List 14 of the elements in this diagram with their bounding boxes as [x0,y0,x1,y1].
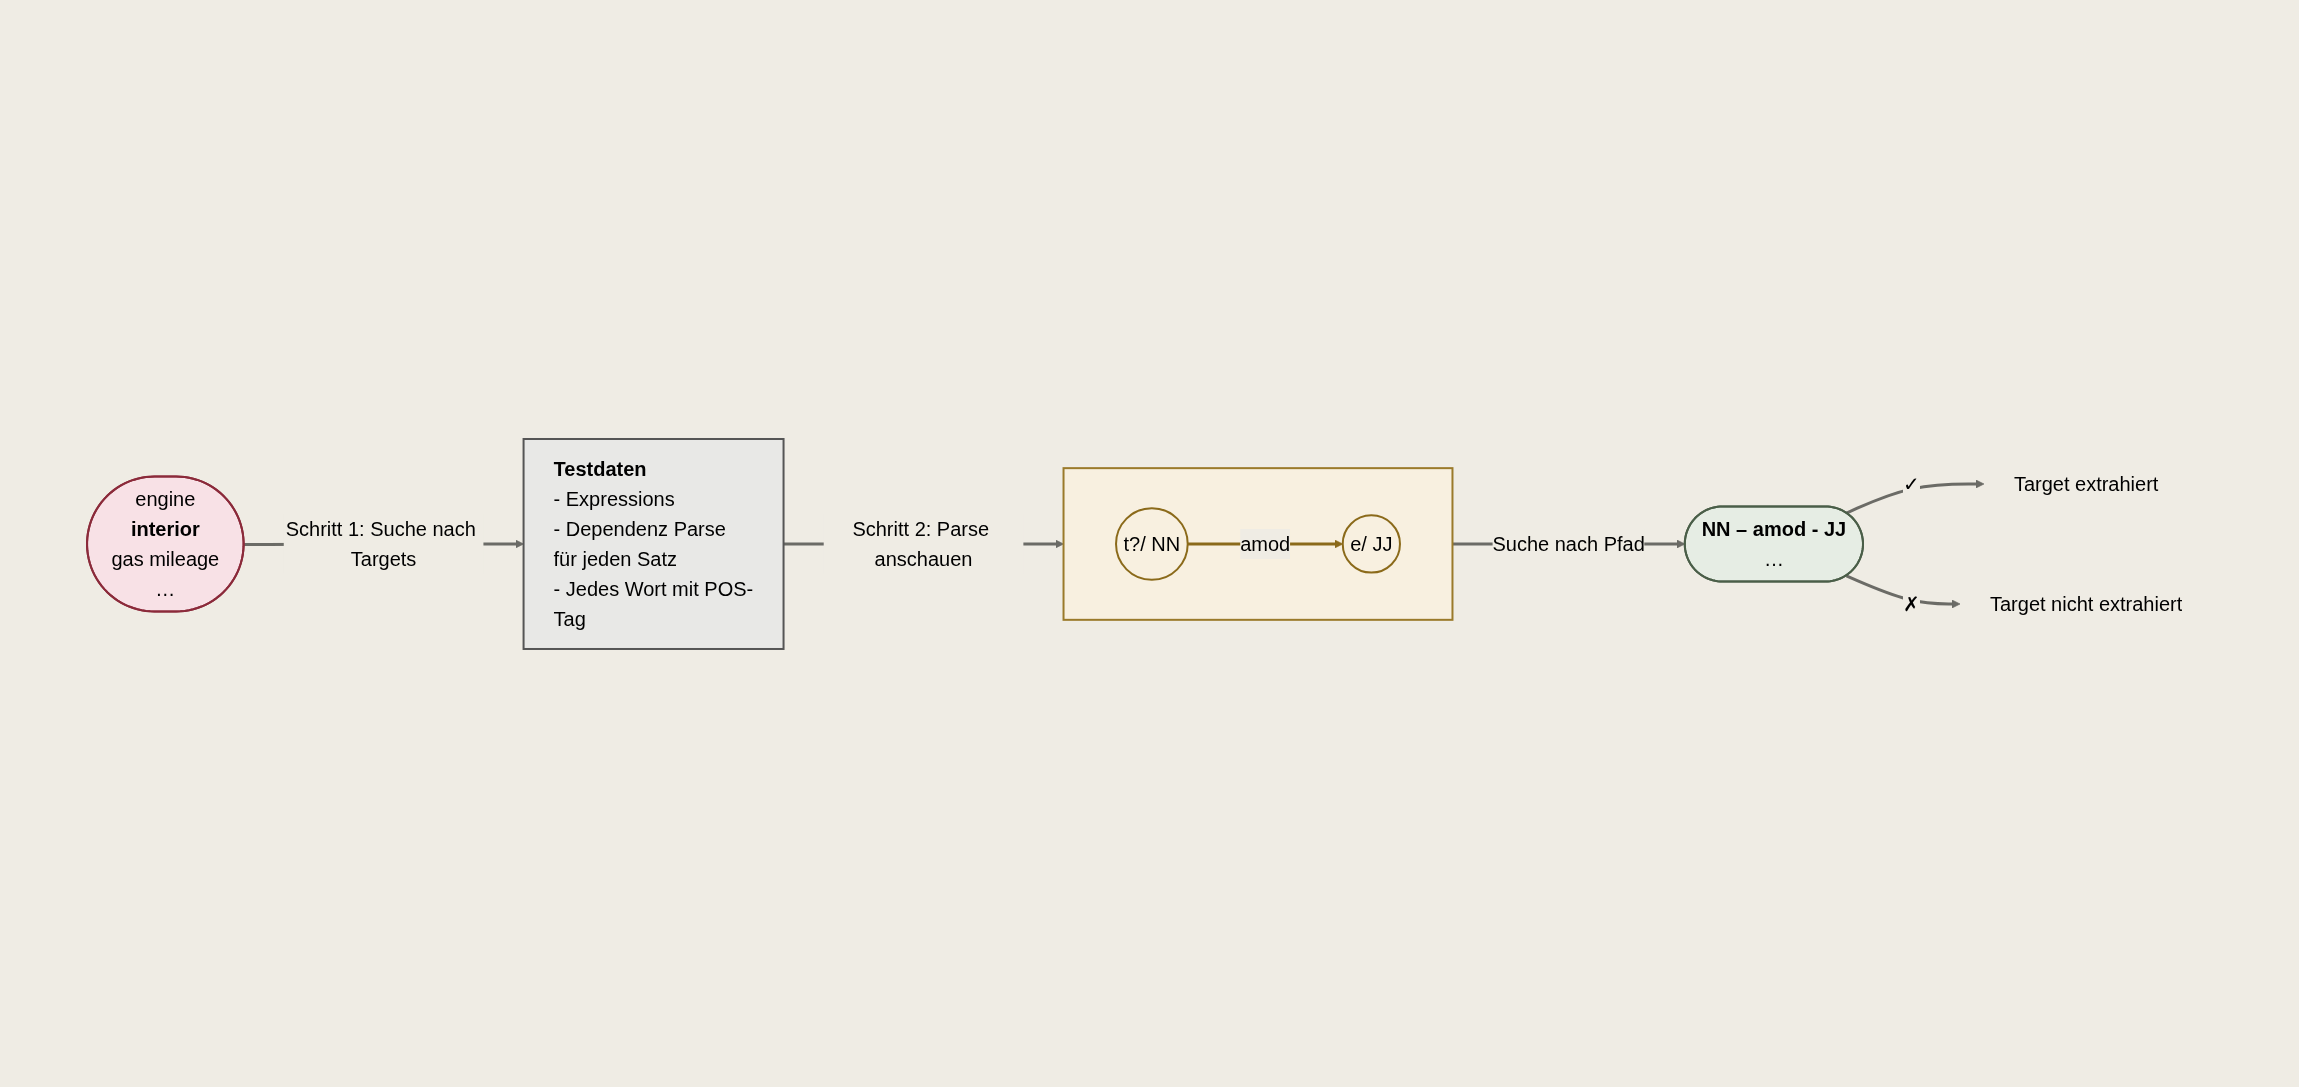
edge-label: Suche nach Pfad [1492,532,1645,555]
edge-label: ✓ [1902,472,1920,495]
node-text: Target nicht extrahiert [1989,592,2183,615]
node-circle: t?/ NN [1114,506,1189,581]
arrow [1845,574,1961,608]
node-box: Testdaten - Expressions - Dependenz Parse für jeden Satz - Jedes Wort mit POS-Tag [522,437,785,650]
node-circle: e/ JJ [1341,513,1401,574]
cluster [1062,466,1454,621]
node-text: Target extrahiert [2013,472,2159,495]
edge-label: Schritt 2: Parse anschauen [852,517,989,570]
arrow [1845,479,1985,514]
edge-label: amod [1240,532,1291,555]
edge-label: ✗ [1902,592,1920,615]
edge-label: Schritt 1: Suche nach Targets [285,517,476,570]
